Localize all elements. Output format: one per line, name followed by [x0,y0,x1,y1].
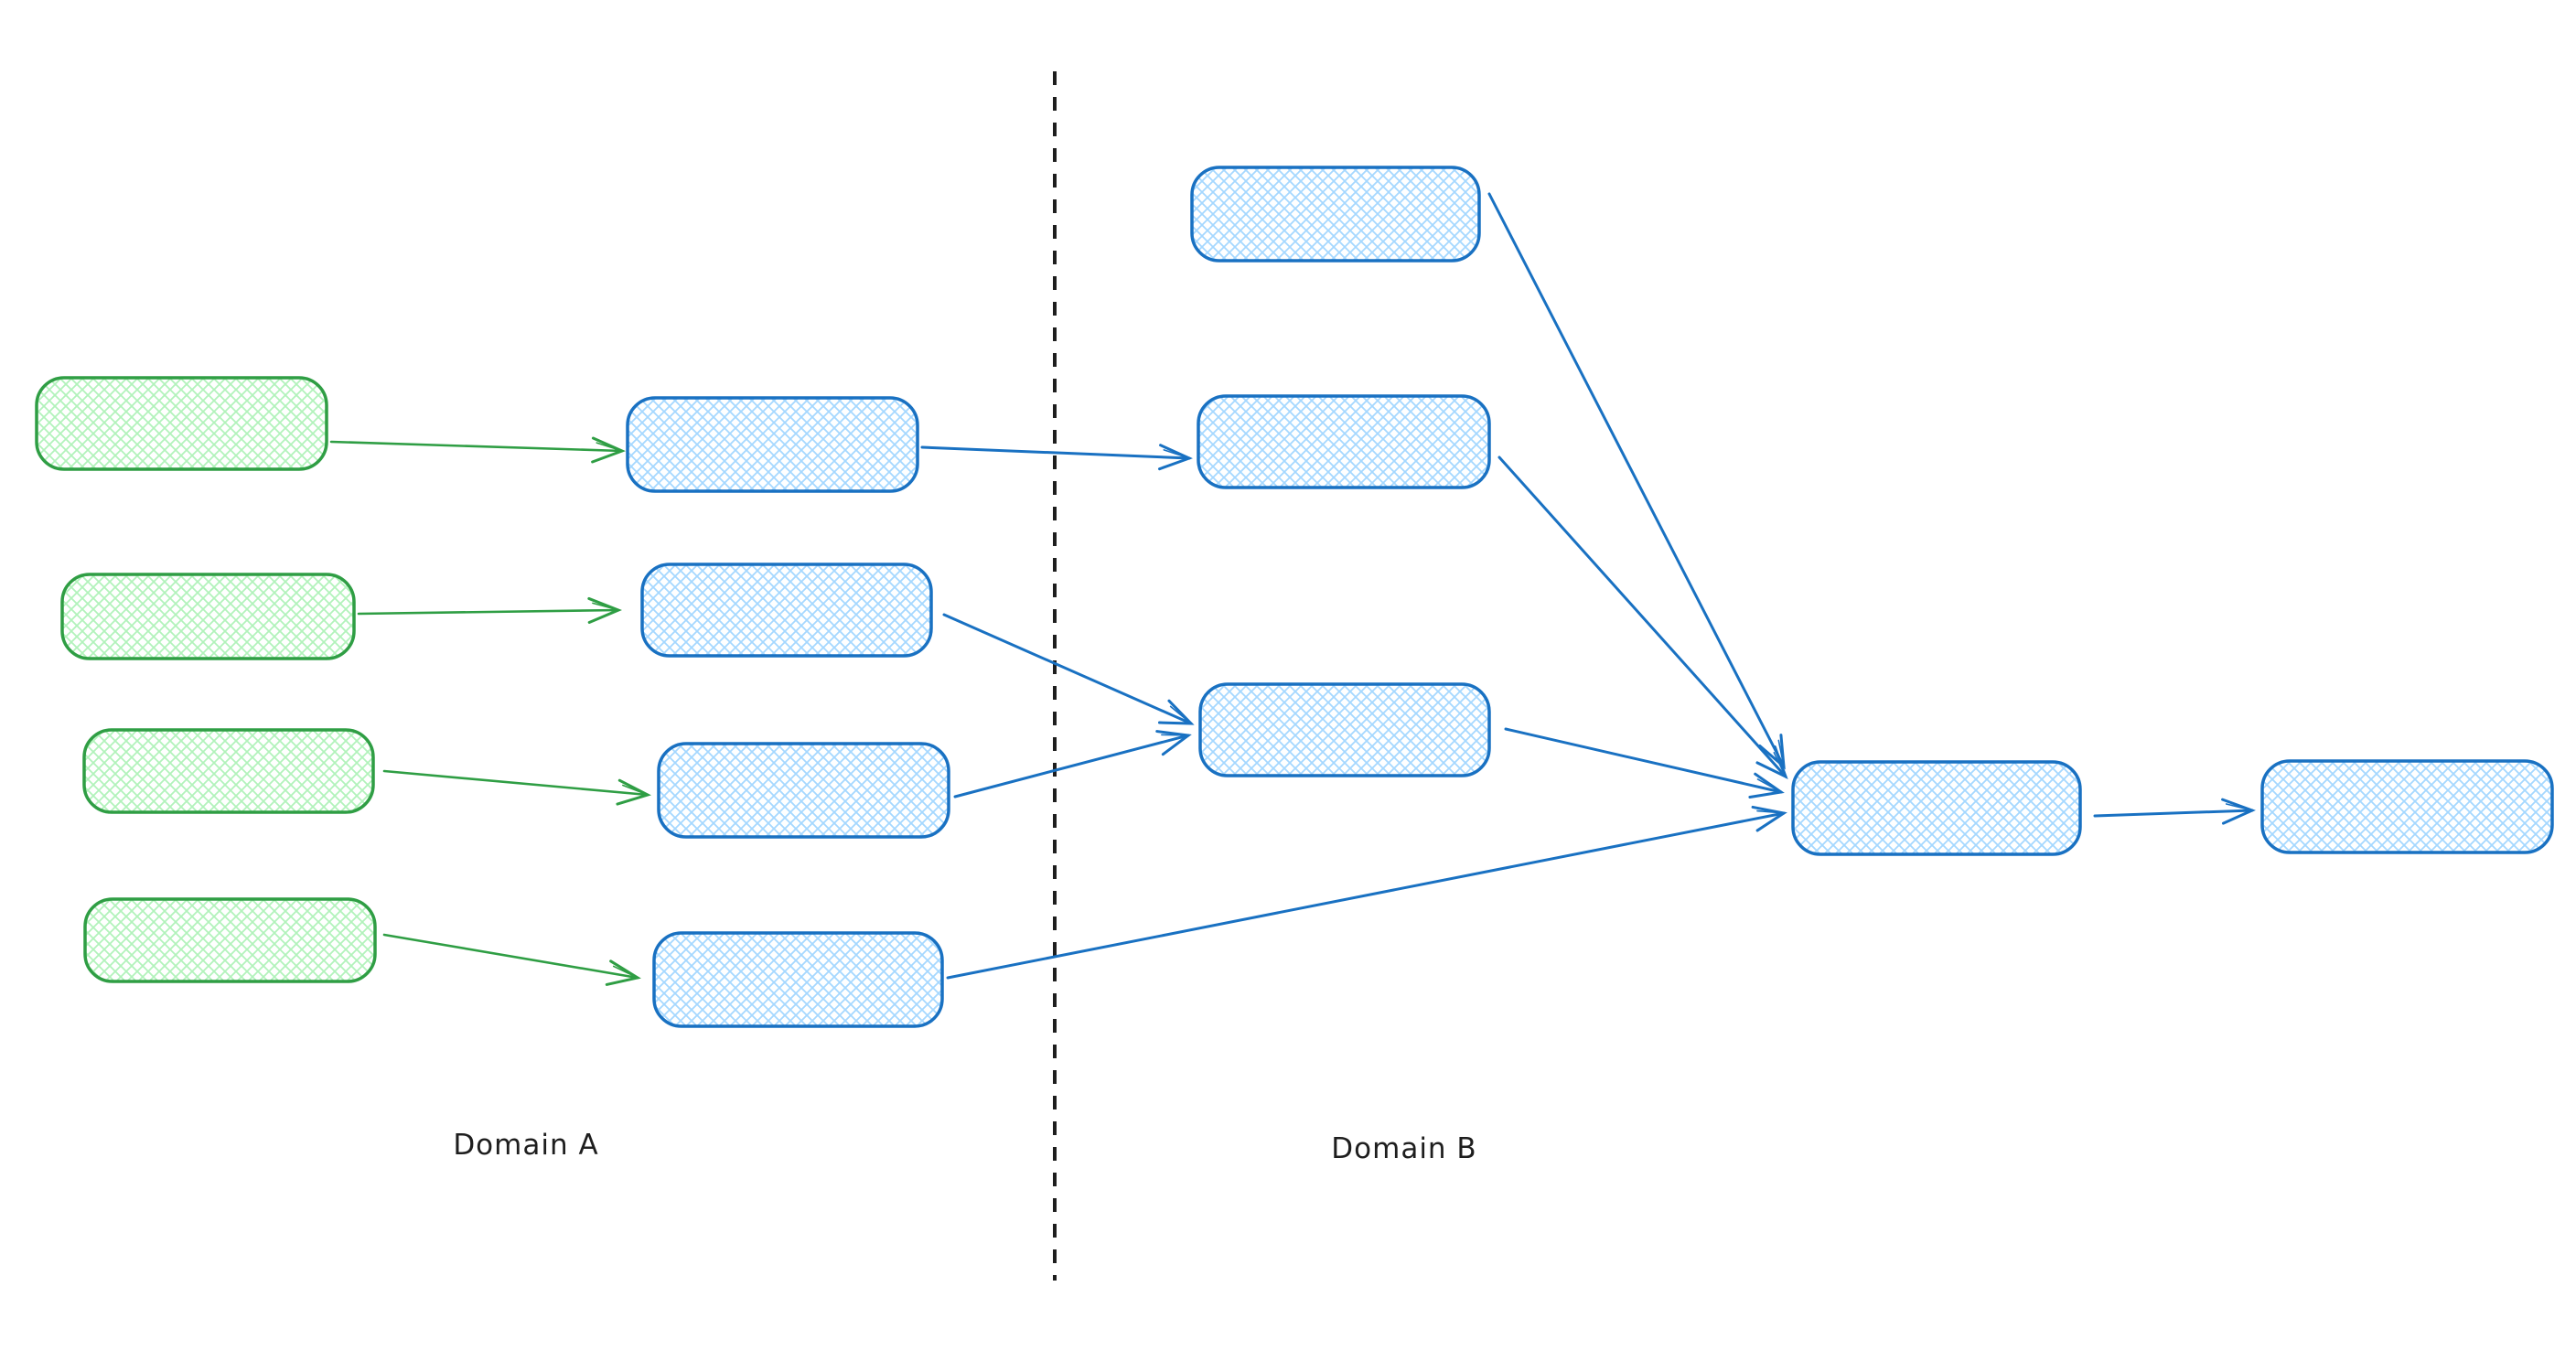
node-stage-a1 [626,396,919,493]
edge-layer [329,192,2256,986]
edge-stage-a3-to-stage-b-low [953,730,1192,799]
domain-a-label: Domain A [453,1129,598,1162]
edge-source-a2-to-stage-a2 [357,596,622,624]
node-source-a2 [60,573,356,660]
node-stage-b-top [1190,166,1481,263]
edge-source-a1-to-stage-a1 [329,436,626,464]
edge-stage-b-mid-to-merge [1497,456,1788,779]
node-stage-a2 [640,563,933,658]
edge-stage-a2-to-stage-b-low [942,613,1195,725]
node-merge [1791,760,2082,856]
edge-source-a4-to-stage-a4 [382,933,641,986]
node-source-a4 [83,897,377,983]
edge-stage-a4-to-merge [946,805,1787,980]
edge-stage-b-top-to-merge [1487,192,1786,770]
node-stage-a4 [652,931,944,1028]
node-layer [35,166,2554,1028]
edge-source-a3-to-stage-a3 [382,769,651,806]
edge-merge-to-output [2093,798,2256,825]
node-stage-b-low [1198,682,1491,777]
node-stage-a3 [657,742,950,839]
domain-b-label: Domain B [1331,1132,1476,1165]
node-source-a1 [35,376,328,471]
edge-stage-a1-to-stage-b-mid [920,444,1193,471]
node-stage-b-mid [1197,394,1491,489]
node-output [2260,759,2554,854]
edge-stage-b-low-to-merge [1504,727,1785,799]
node-source-a3 [82,728,375,814]
